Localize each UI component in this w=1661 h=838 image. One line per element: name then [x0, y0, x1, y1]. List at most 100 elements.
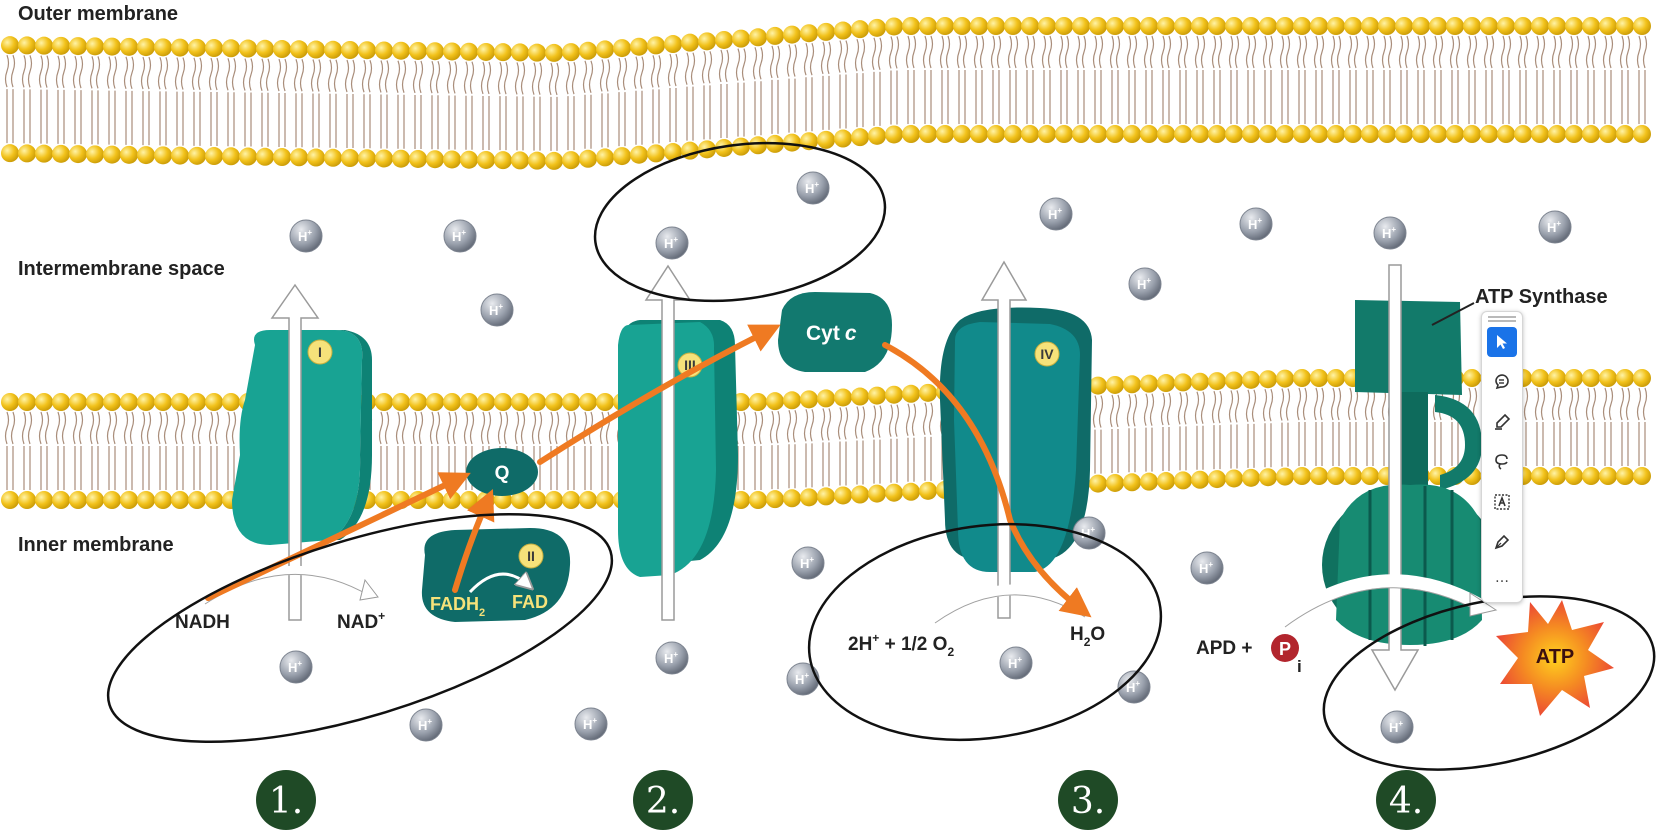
outer-membrane-label: Outer membrane — [18, 3, 178, 25]
proton-ions: H+ H+ H+ H+ H+ H+ H+ H+ H+ H+ H+ H+ H+ H+ H+ H+ H+ H+ H+ H+… — [279, 171, 1572, 744]
atp-synthase: ATP Synthase — [1322, 286, 1608, 646]
proton-ion: H+ — [279, 650, 313, 684]
pen-nib-icon — [1494, 534, 1510, 550]
cursor-icon — [1497, 335, 1507, 349]
complex-i-label: I — [318, 344, 322, 360]
complex-iv-label: IV — [1040, 346, 1054, 362]
svg-text:H+: H+ — [1248, 216, 1262, 232]
step-badge-3: 3. — [1058, 770, 1118, 830]
complex-i: I — [232, 330, 372, 545]
annotation-ellipse-4 — [1322, 595, 1656, 771]
electron-flow-path — [205, 324, 1092, 618]
svg-text:H+: H+ — [1137, 276, 1151, 292]
complex-iii-label: III — [684, 357, 696, 373]
fad-label: FAD — [512, 592, 548, 612]
step-badges: 1. 2. 3. 4. — [256, 770, 1436, 830]
ubiquinone-q: Q — [466, 448, 538, 496]
nadh-label: NADH — [175, 612, 230, 633]
outer-membrane — [1, 17, 1651, 170]
comment-icon — [1495, 374, 1509, 390]
proton-ion: H+ — [786, 662, 820, 696]
svg-text:H+: H+ — [418, 717, 432, 733]
svg-text:H+: H+ — [1382, 225, 1396, 241]
proton-ion: H+ — [1117, 670, 1151, 704]
annotation-ellipse-2 — [593, 141, 887, 303]
proton-ion: H+ — [1128, 267, 1162, 301]
step-label-2: 2. — [646, 781, 680, 822]
step-label-1: 1. — [269, 781, 303, 822]
proton-ion: H+ — [1538, 210, 1572, 244]
reaction-arrows — [202, 565, 1498, 628]
svg-text:H+: H+ — [452, 228, 466, 244]
toolbar-drag-handle[interactable] — [1488, 316, 1516, 322]
svg-text:H+: H+ — [1547, 219, 1561, 235]
atp-synthase-label: ATP Synthase — [1475, 286, 1608, 308]
proton-ion: H+ — [655, 226, 689, 260]
highlighter-icon — [1495, 413, 1511, 430]
annotation-toolbar: … — [1481, 311, 1523, 603]
proton-ion: H+ — [409, 708, 443, 742]
annotation-ellipses — [106, 141, 1656, 771]
proton-pump-arrows — [270, 260, 1420, 692]
proton-ion: H+ — [999, 646, 1033, 680]
text-box-tool-button[interactable] — [1487, 487, 1517, 517]
proton-ion: H+ — [443, 219, 477, 253]
svg-text:H+: H+ — [1199, 560, 1213, 576]
svg-text:H+: H+ — [288, 659, 302, 675]
lasso-icon — [1495, 454, 1508, 470]
svg-text:H+: H+ — [664, 235, 678, 251]
proton-ion: H+ — [1373, 216, 1407, 250]
svg-text:H+: H+ — [664, 650, 678, 666]
freehand-tool-button[interactable] — [1487, 447, 1517, 477]
svg-text:H+: H+ — [795, 671, 809, 687]
inner-membrane-label: Inner membrane — [18, 534, 174, 556]
annotation-ellipse-3 — [807, 522, 1163, 742]
step-label-4: 4. — [1389, 781, 1423, 822]
phosphate-icon: P i — [1271, 634, 1302, 676]
text-box-icon — [1494, 494, 1510, 510]
svg-text:H+: H+ — [1081, 525, 1095, 541]
complex-ii-label: II — [527, 548, 535, 564]
step-badge-4: 4. — [1376, 770, 1436, 830]
proton-ion: H+ — [796, 171, 830, 205]
complex-ii: II FADH2 FAD — [421, 528, 571, 622]
svg-text:H+: H+ — [583, 716, 597, 732]
comment-tool-button[interactable] — [1487, 367, 1517, 397]
fadh2-label: FADH2 — [430, 594, 485, 619]
proton-ion: H+ — [289, 219, 323, 253]
select-tool-button[interactable] — [1487, 327, 1517, 357]
more-tools-button[interactable]: … — [1495, 570, 1509, 586]
svg-text:H+: H+ — [298, 228, 312, 244]
proton-ion: H+ — [480, 293, 514, 327]
step-badge-1: 1. — [256, 770, 316, 830]
svg-text:H+: H+ — [800, 555, 814, 571]
water-label: H2O — [1070, 624, 1105, 649]
proton-ion: H+ — [1039, 197, 1073, 231]
svg-text:H+: H+ — [805, 180, 819, 196]
svg-text:H+: H+ — [489, 302, 503, 318]
signature-tool-button[interactable] — [1487, 527, 1517, 557]
proton-ion: H+ — [574, 707, 608, 741]
atp-burst: ATP — [1496, 600, 1614, 716]
step-badge-2: 2. — [633, 770, 693, 830]
highlight-tool-button[interactable] — [1487, 407, 1517, 437]
phosphate-subscript: i — [1297, 657, 1302, 676]
proton-ion: H+ — [1190, 551, 1224, 585]
step-label-3: 3. — [1071, 781, 1105, 822]
proton-ion: H+ — [1239, 207, 1273, 241]
svg-text:H+: H+ — [1048, 206, 1062, 222]
nad-plus-label: NAD+ — [337, 609, 385, 633]
q-label: Q — [495, 463, 510, 484]
proton-ion: H+ — [791, 546, 825, 580]
proton-ion: H+ — [1380, 710, 1414, 744]
intermembrane-space-label: Intermembrane space — [18, 258, 225, 280]
atp-label: ATP — [1536, 646, 1575, 668]
complex-iv: IV — [939, 307, 1092, 572]
svg-text:H+: H+ — [1008, 655, 1022, 671]
proton-ion: H+ — [655, 641, 689, 675]
oxygen-reaction-label: 2H+ + 1/2 O2 — [848, 631, 954, 659]
svg-text:H+: H+ — [1126, 679, 1140, 695]
